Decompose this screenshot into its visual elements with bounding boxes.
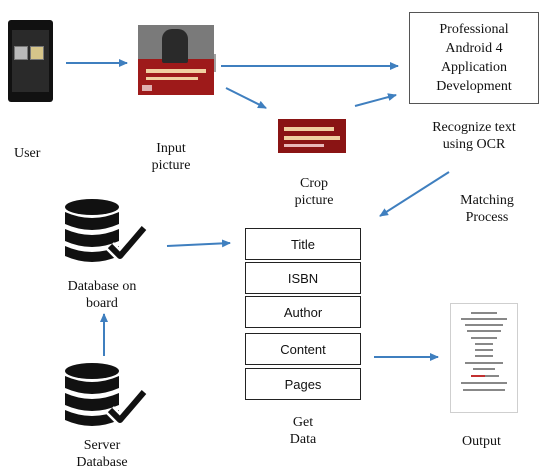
ocr-line: Professional [439,22,509,37]
document-icon [450,303,518,413]
user-label: User [14,146,41,161]
field-author: Author [245,296,361,328]
ocr-line: Application [440,60,508,75]
field-pages: Pages [245,368,361,400]
ocr-line: Development [436,79,512,94]
phone-icon [8,20,53,102]
ocr-result-box: Professional Android 4 Application Devel… [409,12,539,104]
field-content: Content [245,333,361,365]
output-label: Output [462,434,501,449]
field-isbn: ISBN [245,262,361,294]
arrow-ocr-to-data [379,171,450,217]
database-check-icon [65,199,149,262]
crop-picture-image [278,119,346,153]
database-check-icon [65,363,149,426]
arrow-input-to-crop [225,87,267,109]
arrow-crop-to-ocr [354,93,397,107]
ocr-line: Android 4 [445,41,503,56]
field-title: Title [245,228,361,260]
arrow-db-to-data [166,239,231,248]
book-cover-icon [138,25,214,95]
